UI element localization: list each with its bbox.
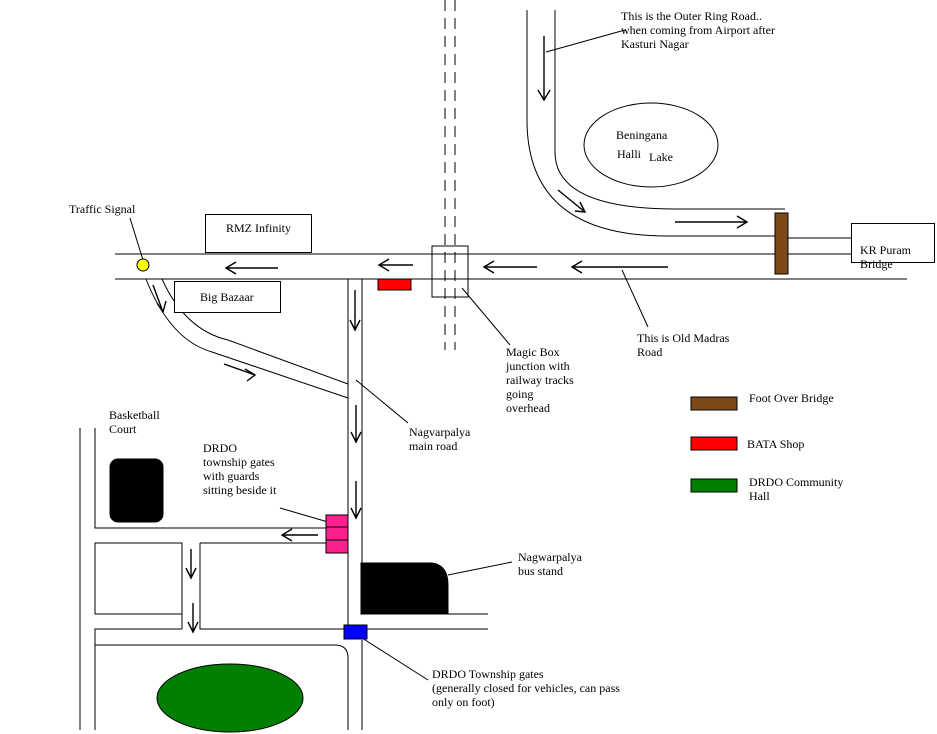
beningana-halli-lake (583, 102, 719, 188)
legend-label-community-hall: DRDO Community Hall (749, 475, 844, 503)
outer-ring-road-label: This is the Outer Ring Road.. when comin… (621, 9, 775, 51)
outer-ring-road (526, 10, 785, 237)
traffic-signal-label: Traffic Signal (69, 202, 136, 216)
legend-swatch-bata-shop (690, 436, 738, 451)
kr-puram-bridge-box: KR Puram Bridge (851, 223, 935, 271)
lake-label-1: Beningana (616, 128, 668, 142)
old-madras-road-label: This is Old Madras Road (637, 331, 730, 359)
legend-label-bata-shop: BATA Shop (747, 437, 805, 451)
drdo-gates-foot (343, 624, 368, 640)
big-bazaar-label: Big Bazaar (200, 290, 254, 304)
magic-box-label: Magic Box junction with railway tracks g… (506, 345, 574, 415)
township-roads (79, 428, 363, 730)
legend-swatch-foot-over-bridge (690, 396, 738, 411)
drdo-township-gates-foot-label: DRDO Township gates (generally closed fo… (432, 667, 620, 709)
drdo-community-hall (156, 663, 304, 733)
legend-label-foot-over-bridge: Foot Over Bridge (749, 391, 834, 405)
bata-shop (377, 278, 412, 291)
lake-label-3: Lake (649, 150, 673, 164)
lake-label-2: Halli (617, 147, 641, 161)
curved-side-road (145, 278, 349, 399)
foot-over-bridge (774, 212, 789, 275)
nagvarpalya-main-road (347, 279, 363, 625)
nagwarpalya-bus-stand (360, 562, 449, 615)
railway-tracks (444, 0, 456, 350)
traffic-signal-marker (136, 258, 150, 272)
legend-swatch-community-hall (690, 478, 738, 493)
kr-puram-bridge-label: KR Puram Bridge (860, 243, 911, 271)
rmz-infinity-label: RMZ Infinity (226, 221, 291, 235)
rmz-infinity-box: RMZ Infinity (205, 214, 312, 253)
nagwarpalya-bus-stand-label: Nagwarpalya bus stand (518, 550, 582, 578)
drdo-township-gates-guards-label: DRDO township gates with guards sitting … (203, 441, 277, 497)
nagvarpalya-main-road-label: Nagvarpalya main road (409, 425, 471, 453)
big-bazaar-box: Big Bazaar (174, 281, 281, 313)
bus-stand-roads (362, 613, 488, 630)
pointer-lines (129, 29, 860, 681)
basketball-court-label: Basketball Court (109, 408, 160, 436)
basketball-court (109, 458, 164, 523)
magic-box-junction (431, 245, 469, 298)
drdo-gates-guards (325, 514, 349, 554)
direction-arrows (152, 36, 749, 634)
